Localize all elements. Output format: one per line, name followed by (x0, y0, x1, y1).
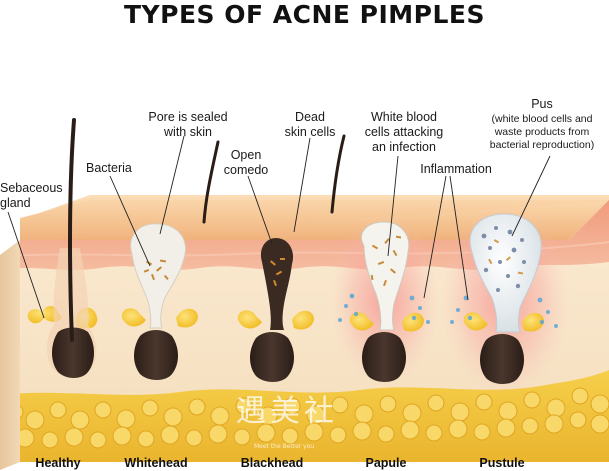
stage-healthy: Healthy (35, 456, 80, 470)
svg-text:Dead: Dead (295, 110, 325, 124)
svg-text:遇美社: 遇美社 (236, 394, 338, 429)
callout-open-comedo: Open comedo (224, 148, 269, 177)
hair-1 (202, 140, 220, 224)
blackhead (237, 238, 314, 382)
stage-pustule: Pustule (479, 456, 524, 470)
svg-text:Pus: Pus (531, 97, 553, 111)
svg-text:skin cells: skin cells (285, 125, 336, 139)
svg-text:gland: gland (0, 196, 31, 210)
svg-text:Sebaceous: Sebaceous (0, 181, 63, 195)
svg-text:(white blood cells and: (white blood cells and (492, 113, 593, 125)
leader-lines (7, 135, 551, 319)
page-title: TYPES OF ACNE PIMPLES (123, 0, 486, 29)
skin-left-side (0, 240, 20, 470)
stage-whitehead: Whitehead (124, 456, 187, 470)
whitehead (121, 223, 198, 380)
stage-labels: Healthy Whitehead Blackhead Papule Pustu… (35, 456, 524, 470)
stage-blackhead: Blackhead (241, 456, 304, 470)
svg-text:White blood: White blood (371, 110, 437, 124)
svg-text:comedo: comedo (224, 163, 269, 177)
callout-dead-skin: Dead skin cells (285, 110, 336, 139)
svg-text:an infection: an infection (372, 140, 436, 154)
healthy-follicle (27, 118, 98, 378)
svg-text:Inflammation: Inflammation (420, 162, 492, 176)
callout-sebaceous-gland: Sebaceous gland (0, 181, 63, 210)
svg-text:with skin: with skin (163, 125, 212, 139)
svg-text:waste products from: waste products from (494, 126, 590, 138)
fat-cells (20, 387, 609, 449)
watermark: 遇美社 Meet the Better you (236, 394, 338, 450)
callout-pore-sealed: Pore is sealed with skin (148, 110, 227, 139)
papule (338, 221, 430, 382)
svg-text:Bacteria: Bacteria (86, 161, 132, 175)
callout-white-blood-cells: White blood cells attacking an infection (365, 110, 444, 154)
svg-text:Pore is sealed: Pore is sealed (148, 110, 227, 124)
pustule (450, 213, 558, 384)
svg-text:cells attacking: cells attacking (365, 125, 444, 139)
svg-text:bacterial reproduction): bacterial reproduction) (490, 139, 594, 151)
hair-2 (330, 134, 346, 214)
callout-pus: Pus (white blood cells and waste product… (490, 97, 594, 151)
callout-inflammation: Inflammation (420, 162, 492, 176)
callout-bacteria: Bacteria (86, 161, 132, 175)
svg-text:Meet the Better you: Meet the Better you (254, 443, 314, 450)
stage-papule: Papule (366, 456, 407, 470)
fat-layer (20, 370, 609, 462)
svg-text:Open: Open (231, 148, 262, 162)
